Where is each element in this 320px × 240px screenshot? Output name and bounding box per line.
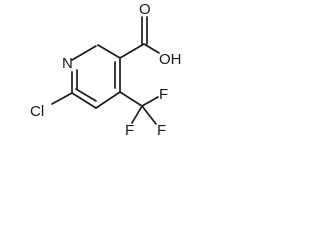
nitrogen-label: N bbox=[62, 55, 73, 72]
bond-c2-c3 bbox=[97, 44, 121, 59]
carboxylic-acid-group bbox=[119, 16, 160, 59]
bond-carboxyl-oh bbox=[143, 43, 160, 54]
trifluoromethyl-group bbox=[119, 91, 159, 125]
chlorine-label: Cl bbox=[30, 103, 44, 120]
fluorine-right-label: F bbox=[157, 122, 166, 139]
bond-c5-c6 bbox=[71, 92, 97, 109]
bond-c6-cl bbox=[51, 92, 73, 105]
bond-cf3-f-left bbox=[131, 105, 143, 124]
chemical-structure: N OH O Cl F F F bbox=[30, 1, 182, 139]
bond-c3-carboxyl bbox=[119, 43, 145, 59]
bond-c4-cf3 bbox=[119, 91, 143, 107]
hydroxyl-label: OH bbox=[159, 51, 182, 68]
bond-n-c2 bbox=[71, 45, 97, 61]
fluorine-left-label: F bbox=[125, 122, 134, 139]
bond-c5-c6-inner bbox=[75, 88, 97, 102]
bond-cf3-f-top bbox=[141, 96, 159, 107]
pyridine-ring bbox=[71, 44, 121, 109]
carbonyl-oxygen-label: O bbox=[139, 1, 151, 18]
fluorine-top-label: F bbox=[159, 86, 168, 103]
bond-cf3-f-right bbox=[141, 105, 157, 125]
bond-c4-c5 bbox=[95, 91, 121, 109]
